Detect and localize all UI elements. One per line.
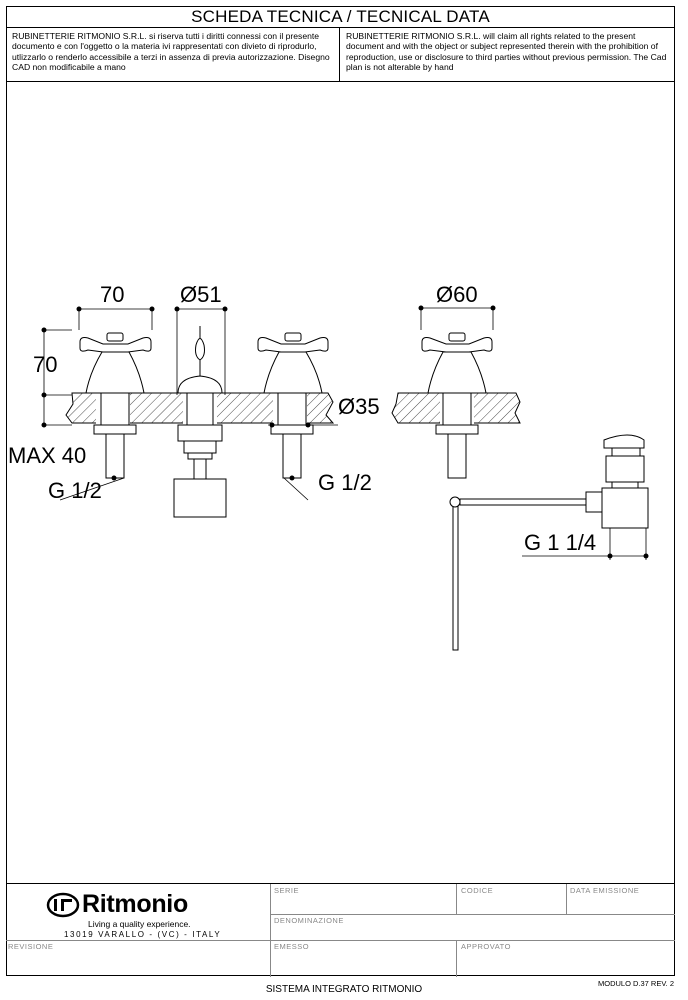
- dimension-spout-diameter: Ø51: [180, 282, 222, 307]
- divider: [456, 940, 457, 977]
- data-emissione-label: DATA EMISSIONE: [570, 886, 640, 895]
- denominazione-label: DENOMINAZIONE: [274, 916, 344, 925]
- copyright-notice-italian: RUBINETTERIE RITMONIO S.R.L. si riserva …: [6, 28, 340, 82]
- approvato-label: APPROVATO: [461, 942, 511, 951]
- codice-label: CODICE: [461, 886, 494, 895]
- company-address: 13019 VARALLO - (VC) - ITALY: [64, 930, 222, 939]
- dimension-side-diameter: Ø60: [436, 282, 478, 307]
- page-title: SCHEDA TECNICA / TECNICAL DATA: [6, 6, 675, 28]
- revisione-label: REVISIONE: [8, 942, 54, 951]
- title-block: Ritmonio Living a quality experience. 13…: [6, 883, 675, 977]
- side-tap: [421, 332, 493, 479]
- dimension-waste-thread: G 1 1/4: [524, 530, 596, 555]
- module-revision: MODULO D.37 REV. 2: [598, 979, 674, 988]
- dimension-max-thickness: MAX 40: [8, 443, 86, 468]
- footer-system-name: SISTEMA INTEGRATO RITMONIO: [265, 984, 423, 995]
- divider: [456, 884, 457, 914]
- copyright-notice-english: RUBINETTERIE RITMONIO S.R.L. will claim …: [340, 28, 675, 82]
- sheet-border: [6, 6, 675, 976]
- divider: [270, 884, 271, 977]
- divider: [270, 914, 675, 915]
- dimension-lines: [43, 307, 648, 560]
- center-spout: [173, 326, 227, 518]
- dimension-ticks: [41, 305, 649, 559]
- dimension-thread-left: G 1/2: [48, 478, 102, 503]
- emesso-label: EMESSO: [274, 942, 310, 951]
- divider: [566, 884, 567, 914]
- brand-tagline: Living a quality experience.: [88, 919, 191, 929]
- divider: [6, 940, 675, 941]
- dimension-height-70: 70: [33, 352, 57, 377]
- right-tap: [257, 332, 329, 479]
- technical-drawing: 70 Ø51 70 Ø35 MAX 40 G 1/2 G 1/2 Ø60 G 1…: [8, 282, 649, 651]
- brand-logo-text: Ritmonio: [82, 890, 188, 918]
- serie-label: SERIE: [274, 886, 300, 895]
- pop-up-waste: [449, 434, 649, 651]
- dimension-thread-right: G 1/2: [318, 470, 372, 495]
- left-tap: [79, 332, 152, 479]
- dimension-hole-diameter: Ø35: [338, 394, 380, 419]
- dimension-width-70: 70: [100, 282, 124, 307]
- ritmonio-logo-icon: [46, 892, 80, 918]
